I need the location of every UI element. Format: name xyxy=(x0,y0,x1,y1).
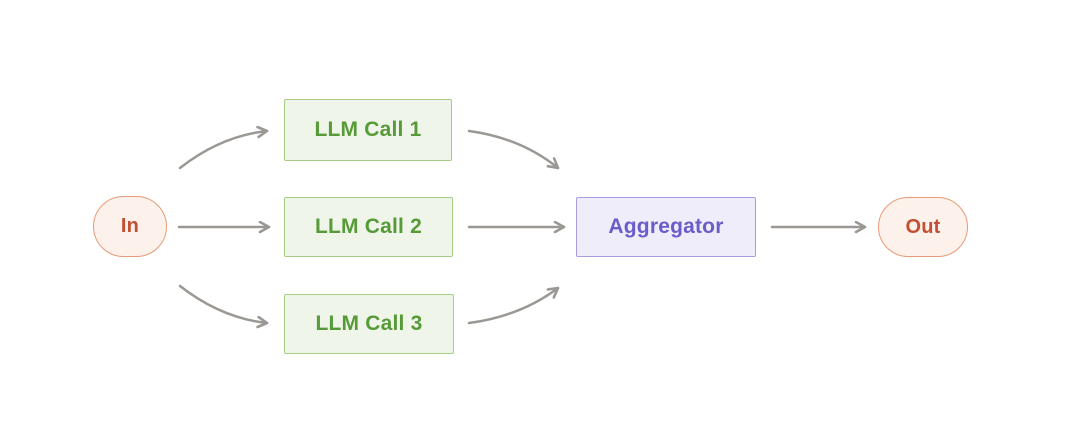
node-aggregator-label: Aggregator xyxy=(608,215,724,238)
edge-llm-call-1-aggregator xyxy=(467,129,558,168)
edge-llm-call-3-aggregator xyxy=(467,288,558,325)
edge-in-llm-call-1 xyxy=(178,131,267,170)
edge-in-llm-call-3 xyxy=(178,284,267,323)
node-llm-call-2-label: LLM Call 2 xyxy=(314,215,422,238)
node-aggregator: Aggregator xyxy=(576,197,756,257)
node-out: Out xyxy=(878,197,968,257)
node-llm-call-3: LLM Call 3 xyxy=(284,294,454,354)
node-llm-call-2: LLM Call 2 xyxy=(284,197,453,257)
node-in: In xyxy=(93,196,167,257)
node-llm-call-1: LLM Call 1 xyxy=(284,99,452,161)
node-llm-call-3-label: LLM Call 3 xyxy=(315,312,423,335)
node-llm-call-1-label: LLM Call 1 xyxy=(314,118,422,141)
node-in-label: In xyxy=(120,215,140,237)
node-out-label: Out xyxy=(905,215,941,238)
